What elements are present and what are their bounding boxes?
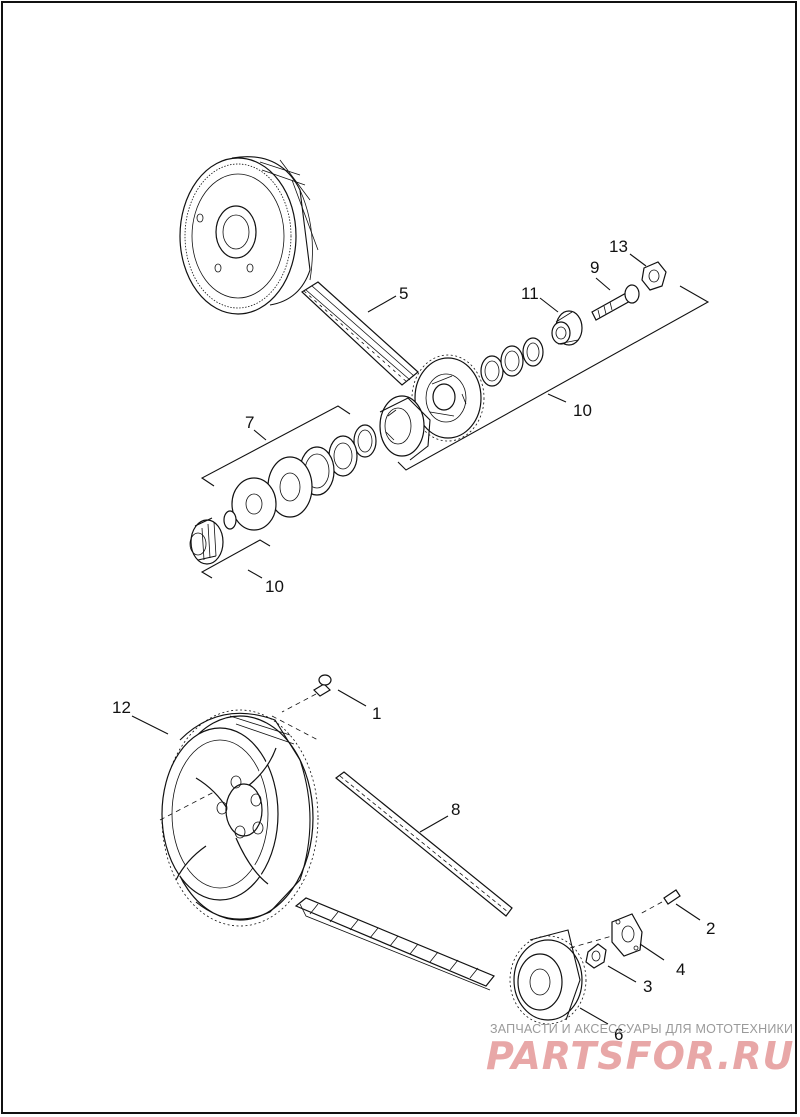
callout-5: 5 [399, 284, 408, 303]
pulley-nut [585, 943, 607, 969]
shaft-extension [189, 517, 224, 565]
compensating-sprocket [411, 354, 485, 442]
callout-4: 4 [676, 960, 685, 979]
group-bracket-7 [200, 405, 351, 487]
lock-plate-screw [639, 889, 681, 915]
sliding-cam [379, 395, 431, 461]
callout-10-upper: 10 [573, 401, 592, 420]
callout-13: 13 [609, 237, 628, 256]
sprocket-bolt [591, 284, 640, 321]
drive-belt [294, 771, 513, 991]
lock-plate [611, 913, 643, 957]
clutch-hub-assembly [179, 156, 319, 315]
callout-1: 1 [372, 704, 381, 723]
callout-3: 3 [643, 977, 652, 996]
spring-washer-stack [223, 424, 377, 531]
group-bracket-10-lower [200, 539, 271, 579]
watermark-logo: PARTSFOR.RU [486, 1034, 795, 1078]
transmission-pulley [509, 929, 613, 1025]
thrust-washers [480, 337, 544, 387]
watermark-caption: ЗАПЧАСТИ И АКСЕССУАРЫ ДЛЯ МОТОТЕХНИКИ [490, 1022, 794, 1036]
callout-7: 7 [245, 413, 254, 432]
callout-6: 6 [614, 1025, 623, 1044]
callout-labels: 5 11 9 13 10 7 10 12 1 8 2 4 3 6 [112, 237, 715, 1044]
rear-wheel-pulley [159, 709, 319, 927]
primary-chain [301, 281, 419, 386]
callout-12: 12 [112, 698, 131, 717]
callout-2: 2 [706, 919, 715, 938]
callout-8: 8 [451, 800, 460, 819]
callout-9: 9 [590, 258, 599, 277]
callout-11: 11 [521, 284, 539, 303]
spacer-bearing [551, 310, 583, 346]
callout-10-lower: 10 [265, 577, 284, 596]
pulley-bolt [271, 674, 332, 741]
group-bracket-10-upper [397, 285, 710, 471]
flange-nut [641, 261, 667, 291]
